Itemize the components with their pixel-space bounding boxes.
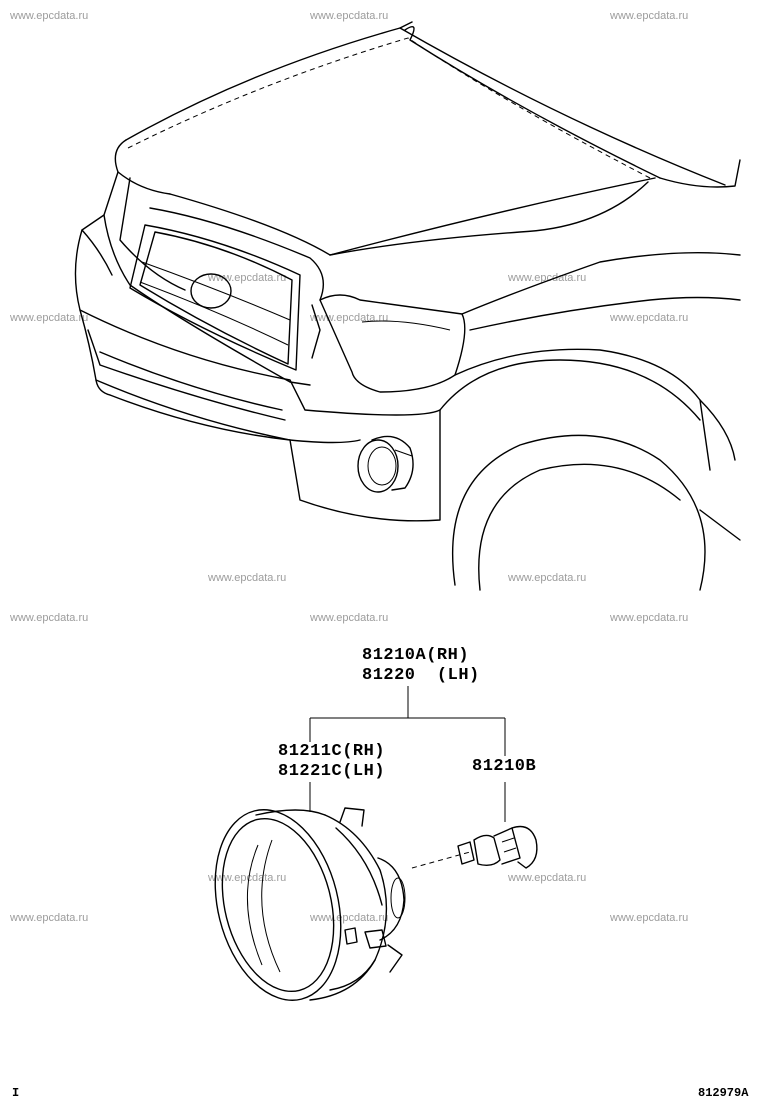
watermark: www.epcdata.ru	[310, 10, 389, 22]
watermark: www.epcdata.ru	[208, 572, 287, 584]
part-number-assembly-lh: 81220 (LH)	[362, 666, 480, 685]
watermark: www.epcdata.ru	[10, 312, 89, 324]
watermark: www.epcdata.ru	[610, 312, 689, 324]
bulb-illustration	[457, 825, 538, 869]
watermark: www.epcdata.ru	[508, 872, 587, 884]
watermark: www.epcdata.ru	[208, 872, 287, 884]
watermark: www.epcdata.ru	[310, 612, 389, 624]
watermark: www.epcdata.ru	[10, 912, 89, 924]
watermark: www.epcdata.ru	[10, 612, 89, 624]
leader-lines	[309, 686, 506, 822]
watermark: www.epcdata.ru	[610, 10, 689, 22]
part-number-bulb: 81210B	[472, 757, 537, 776]
watermark: www.epcdata.ru	[508, 272, 587, 284]
watermark: www.epcdata.ru	[610, 912, 689, 924]
watermark: www.epcdata.ru	[508, 572, 587, 584]
part-number-unit-rh: 81211C(RH)	[278, 742, 386, 761]
part-number-unit-lh: 81221C(LH)	[278, 762, 386, 781]
fog-lamp-unit-illustration	[214, 807, 406, 1001]
corner-mark: I	[12, 1086, 20, 1100]
watermark: www.epcdata.ru	[10, 10, 89, 22]
part-number-assembly-rh: 81210A(RH)	[362, 646, 470, 665]
watermark: www.epcdata.ru	[610, 612, 689, 624]
figure-code: 812979A	[698, 1086, 749, 1100]
watermark: www.epcdata.ru	[310, 912, 389, 924]
bulb-insertion-line	[411, 851, 471, 869]
truck-front-illustration	[74, 21, 741, 591]
